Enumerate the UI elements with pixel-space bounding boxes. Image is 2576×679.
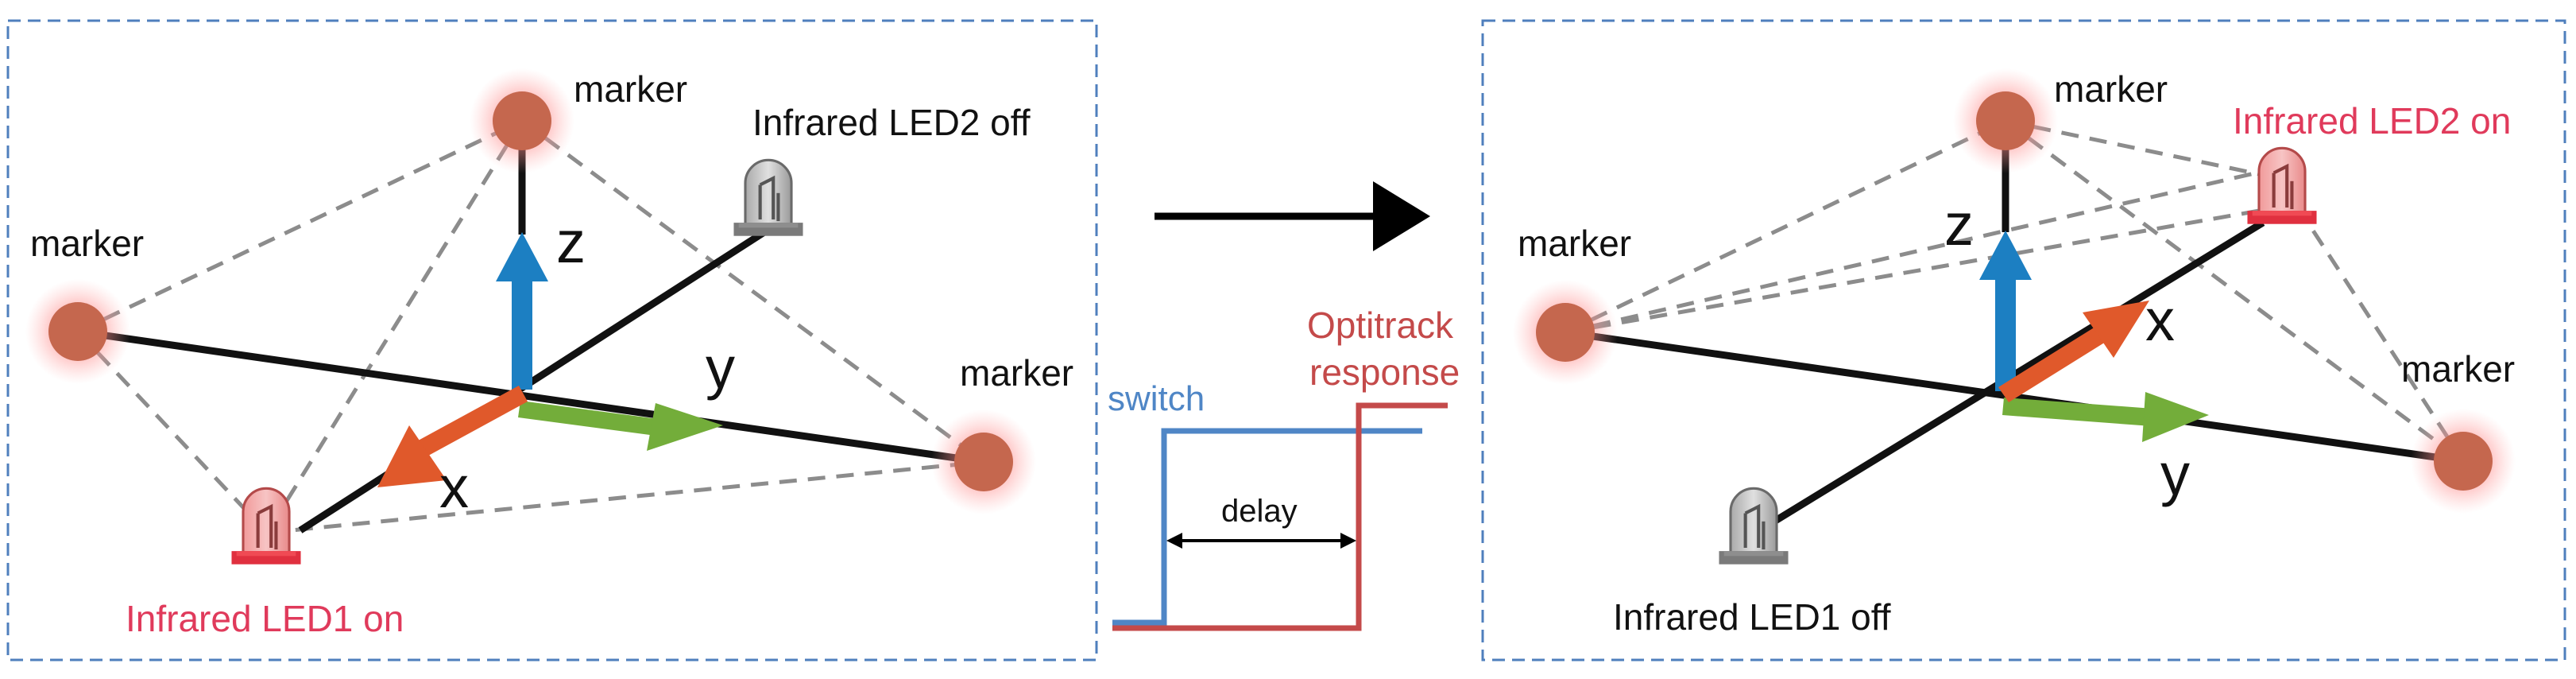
left-marker-top [470,68,574,173]
arrow-right-icon [1373,181,1430,251]
right-x-arrow [1998,301,2149,402]
left-axis-y-label: y [706,335,735,401]
left-y-arrow [518,401,723,451]
left-dashed-links [76,118,985,535]
left-marker-right-label: marker [960,352,1073,394]
right-marker-left-label: marker [1518,223,1631,264]
left-led1-label: Infrared LED1 on [126,598,404,639]
delay-label: delay [1221,494,1298,529]
transition-arrow [1155,181,1430,251]
left-marker-left [25,279,130,384]
left-led1-icon [231,488,300,564]
right-panel: marker marker marker Infrared LED2 on In… [1481,19,2566,662]
left-marker-right [931,409,1036,514]
right-y-arrow [2002,392,2209,442]
response-label-line1: Optitrack [1307,305,1454,346]
left-axis-x-label: x [439,454,469,520]
right-marker-right-label: marker [2401,348,2515,390]
left-marker-left-label: marker [30,223,144,264]
right-dashed-links [1564,118,2466,464]
left-axis-z-label: z [556,209,586,275]
right-z-arrow [1979,231,2032,391]
left-panel-border [6,19,1098,662]
right-led1-label: Infrared LED1 off [1613,596,1891,638]
timing-diagram: switch Optitrack response delay [1108,305,1460,631]
switch-label: switch [1108,379,1205,418]
left-led2-icon [733,160,803,235]
delay-arrow [1166,533,1356,549]
right-axis-z-label: z [1944,192,1974,258]
right-marker-top-label: marker [2054,68,2168,110]
right-marker-left [1513,280,1618,385]
left-x-arrow [377,386,528,487]
right-marker-right [2411,409,2516,514]
right-axis-x-label: x [2145,287,2175,353]
right-led2-icon [2247,148,2316,223]
right-panel-border [1481,19,2566,662]
right-led1-icon [1719,488,1788,564]
right-axis-y-label: y [2160,441,2190,507]
left-led2-label: Infrared LED2 off [752,102,1031,143]
left-panel: marker marker marker Infrared LED2 off I… [6,19,1098,662]
switch-signal-line [1112,428,1422,626]
response-label-line2: response [1309,351,1460,393]
right-led2-label: Infrared LED2 on [2233,100,2511,142]
right-marker-top [1953,68,2058,173]
left-z-arrow [496,232,548,390]
left-marker-top-label: marker [574,68,687,110]
response-signal-line [1112,402,1448,631]
